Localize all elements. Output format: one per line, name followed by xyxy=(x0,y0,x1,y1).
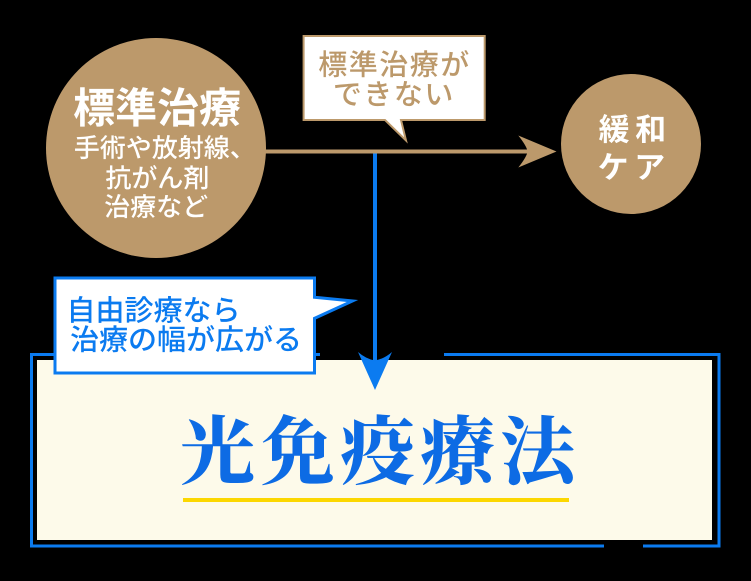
arrow-standard-to-palliative xyxy=(230,135,557,168)
standard-treatment-circle: 標準治療 手術や放射線、 抗がん剤 治療など xyxy=(46,38,266,258)
top-bubble-shape xyxy=(302,35,486,144)
standard-treatment-sub-line3: 治療など xyxy=(104,193,209,219)
top-bubble-line2-glyphs xyxy=(334,80,452,106)
standard-treatment-title-glyphs xyxy=(74,86,241,127)
side-bubble-line1: 自由診療なら xyxy=(70,295,238,324)
side-bubble-line2: 治療の幅が広がる xyxy=(70,324,299,353)
arrow-shaft xyxy=(230,149,528,154)
down-arrow-shaft xyxy=(373,153,377,368)
palliative-care-line2: ケア xyxy=(598,152,665,181)
palliative-care-line1-glyphs xyxy=(598,113,664,144)
side-bubble-line2-glyphs xyxy=(70,325,298,353)
side-bubble-line1-glyphs xyxy=(70,295,237,323)
main-box-title-glyphs xyxy=(181,414,574,486)
main-box: 光免疫療法 xyxy=(20,345,735,560)
standard-treatment-title: 標準治療 xyxy=(73,86,241,128)
standard-treatment-sub-line2-glyphs xyxy=(105,165,208,190)
top-speech-bubble: 標準治療が できない xyxy=(295,28,495,148)
top-bubble-outline xyxy=(302,35,486,144)
top-bubble-line2: できない xyxy=(334,80,452,107)
arrow-down-to-main-box xyxy=(358,153,392,390)
top-bubble-line1: 標準治療が xyxy=(318,49,470,78)
arrowhead-right-icon xyxy=(518,135,557,168)
arrowhead-down-icon xyxy=(358,352,392,390)
standard-treatment-sub-line1-glyphs xyxy=(74,134,239,160)
standard-treatment-sub-line2: 抗がん剤 xyxy=(105,164,208,191)
standard-treatment-sub-line3-glyphs xyxy=(105,194,208,219)
title-underline xyxy=(183,497,569,503)
main-box-title: 光免疫療法 xyxy=(181,413,575,486)
standard-treatment-sub-line1: 手術や放射線、 xyxy=(74,134,240,160)
palliative-care-line2-glyphs xyxy=(598,153,664,180)
palliative-care-circle: 緩和 ケア xyxy=(561,74,701,214)
main-box-frame xyxy=(30,353,721,548)
palliative-care-line1: 緩和 xyxy=(598,113,665,144)
top-bubble-line1-glyphs xyxy=(319,49,469,78)
side-speech-bubble: 自由診療なら 治療の幅が広がる xyxy=(50,273,360,379)
